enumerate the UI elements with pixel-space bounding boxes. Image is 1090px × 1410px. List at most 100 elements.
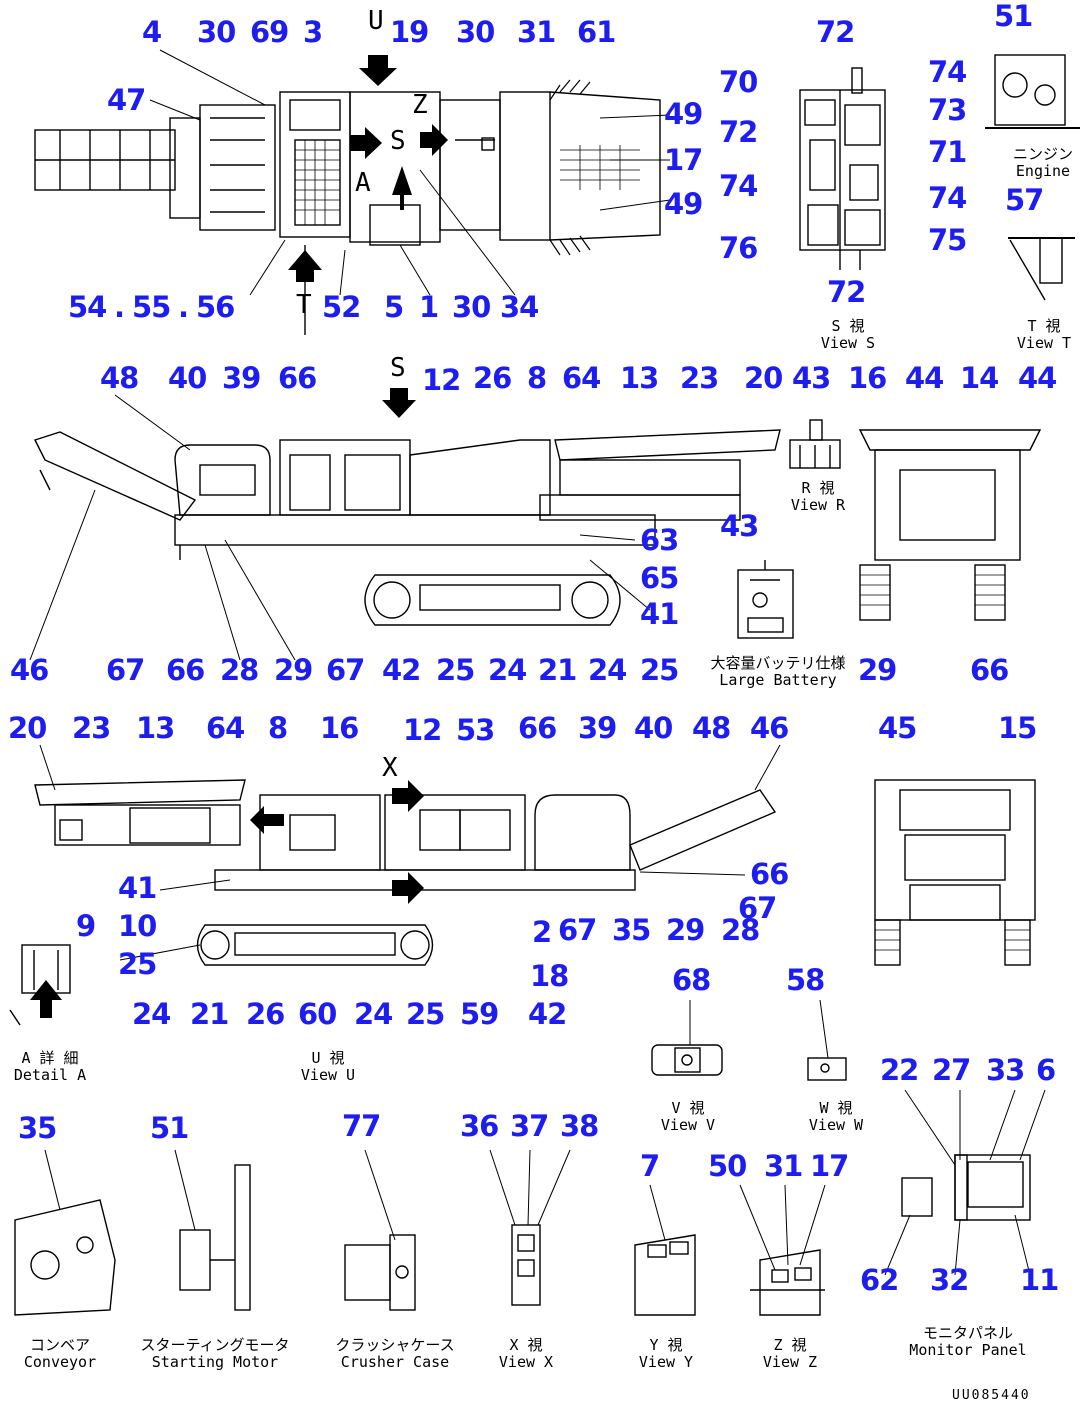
- monitor-panel-caption-jp: モニタパネル: [922, 1324, 1013, 1342]
- callout-35: 35: [612, 913, 651, 947]
- view-y-drawing: [634, 1234, 696, 1316]
- callout-66: 66: [166, 653, 205, 687]
- engine-caption: ニンジン Engine: [1013, 146, 1073, 180]
- callout-58: 58: [786, 963, 825, 997]
- front-view-drawing: [858, 429, 1042, 621]
- view-u-caption-en: View U: [300, 1066, 356, 1084]
- view-v-caption-jp: V 視: [671, 1099, 705, 1117]
- callout-30: 30: [452, 290, 491, 324]
- callout-18: 18: [530, 959, 569, 993]
- top-view-drawing: [34, 79, 661, 335]
- callout-6: 6: [1036, 1053, 1056, 1087]
- callout-75: 75: [928, 223, 967, 257]
- callout-48: 48: [692, 711, 731, 745]
- engine-detail-drawing: [985, 54, 1080, 129]
- callout-21: 21: [190, 997, 229, 1031]
- callout-47: 47: [107, 83, 146, 117]
- callout-40: 40: [168, 361, 207, 395]
- view-v-drawing: [651, 1044, 723, 1076]
- view-letter-z: Z: [412, 90, 428, 120]
- callout-1: 1: [419, 290, 439, 324]
- monitor-panel-caption: モニタパネル Monitor Panel: [909, 1325, 1026, 1359]
- callout-56: 56: [196, 290, 235, 324]
- callout-64: 64: [562, 361, 601, 395]
- view-t-caption: T 視 View T: [1017, 318, 1071, 352]
- callout-67: 67: [106, 653, 145, 687]
- view-u-caption: U 視 View U: [301, 1050, 355, 1084]
- view-letter-a: A: [355, 168, 371, 198]
- callout-25: 25: [406, 997, 445, 1031]
- detail-a-caption: A 詳 細 Detail A: [14, 1050, 86, 1084]
- callout-16: 16: [848, 361, 887, 395]
- callout-17: 17: [664, 143, 703, 177]
- callout-29: 29: [274, 653, 313, 687]
- conveyor-caption: コンベア Conveyor: [24, 1337, 96, 1371]
- callout-72: 72: [827, 275, 866, 309]
- starting-motor-caption-jp: スターティングモータ: [140, 1336, 290, 1354]
- callout-39: 39: [578, 711, 617, 745]
- callout-25: 25: [436, 653, 475, 687]
- callout-55: 55: [132, 290, 171, 324]
- callout-10: 10: [118, 909, 157, 943]
- callout-41: 41: [118, 871, 157, 905]
- view-u-caption-jp: U 視: [311, 1049, 345, 1067]
- callout-3: 3: [303, 15, 323, 49]
- callout-13: 13: [620, 361, 659, 395]
- view-z-caption: Z 視 View Z: [763, 1337, 817, 1371]
- callout-37: 37: [510, 1109, 549, 1143]
- callout-45: 45: [878, 711, 917, 745]
- callout-51: 51: [150, 1111, 189, 1145]
- callout-74: 74: [928, 55, 967, 89]
- callout-27: 27: [932, 1053, 971, 1087]
- callout-9: 9: [76, 909, 96, 943]
- separator-dot: .: [114, 290, 125, 324]
- callout-31: 31: [517, 15, 556, 49]
- large-battery-caption: 大容量バッテリ仕様 Large Battery: [710, 655, 845, 689]
- view-z-drawing: [750, 1249, 825, 1316]
- callout-67: 67: [326, 653, 365, 687]
- callout-8: 8: [268, 711, 288, 745]
- callout-57: 57: [1005, 183, 1044, 217]
- callout-43: 43: [720, 509, 759, 543]
- view-z-caption-jp: Z 視: [773, 1336, 807, 1354]
- callout-36: 36: [460, 1109, 499, 1143]
- callout-53: 53: [456, 713, 495, 747]
- callout-46: 46: [750, 711, 789, 745]
- callout-63: 63: [640, 523, 679, 557]
- view-v-caption: V 視 View V: [661, 1100, 715, 1134]
- callout-33: 33: [986, 1053, 1025, 1087]
- view-arrows: [30, 55, 448, 1018]
- callout-40: 40: [634, 711, 673, 745]
- callout-16: 16: [320, 711, 359, 745]
- view-s-caption-jp: S 視: [831, 317, 865, 335]
- view-r-drawing: [789, 419, 841, 469]
- callout-7: 7: [640, 1149, 660, 1183]
- callout-15: 15: [998, 711, 1037, 745]
- view-t-caption-jp: T 視: [1027, 317, 1061, 335]
- callout-66: 66: [750, 857, 789, 891]
- engine-caption-jp: ニンジン: [1012, 145, 1074, 163]
- callout-39: 39: [222, 361, 261, 395]
- view-w-caption: W 視 View W: [809, 1100, 863, 1134]
- callout-23: 23: [72, 711, 111, 745]
- callout-69: 69: [250, 15, 289, 49]
- side-view-right-drawing: [34, 429, 781, 626]
- view-s-drawing: [799, 67, 886, 270]
- callout-44: 44: [1018, 361, 1057, 395]
- callout-26: 26: [473, 361, 512, 395]
- callout-4: 4: [142, 15, 162, 49]
- callout-66: 66: [278, 361, 317, 395]
- view-letter-x: X: [382, 753, 398, 783]
- view-y-caption-en: View Y: [638, 1353, 694, 1371]
- callout-70: 70: [719, 65, 758, 99]
- callout-2: 2: [532, 915, 552, 949]
- callout-12: 12: [422, 363, 461, 397]
- callout-54: 54: [68, 290, 107, 324]
- crusher-case-drawing: [344, 1234, 416, 1311]
- callout-26: 26: [246, 997, 285, 1031]
- callout-42: 42: [382, 653, 421, 687]
- callout-77: 77: [342, 1109, 381, 1143]
- view-letter-u: U: [368, 6, 384, 36]
- large-battery-caption-jp: 大容量バッテリ仕様: [710, 654, 846, 672]
